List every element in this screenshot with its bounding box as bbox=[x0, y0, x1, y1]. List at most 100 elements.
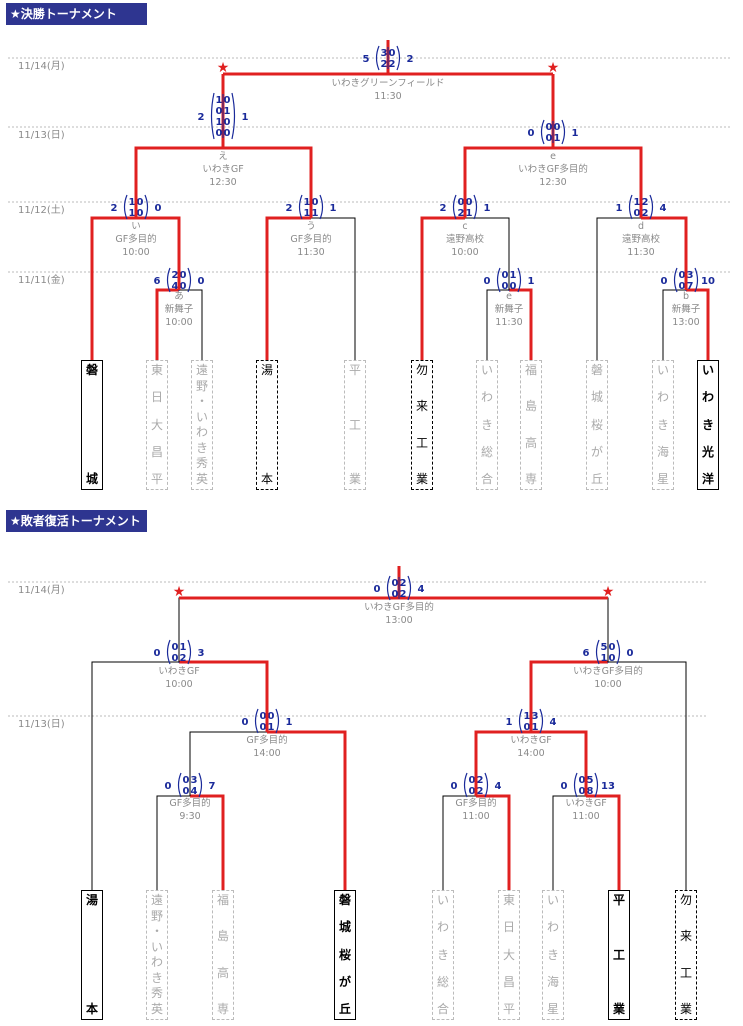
final-i-info-0: い bbox=[131, 221, 141, 232]
rep-r4-info-1: 14:00 bbox=[253, 748, 280, 759]
final-score-b-left-total: 0 bbox=[661, 276, 668, 287]
rep-score-r4-half-left: 0 bbox=[260, 722, 267, 733]
final-a-info-1: 新舞子 bbox=[165, 303, 194, 315]
final-score-E-half-right: 0 bbox=[224, 95, 231, 106]
rep-score-r7-right-total: 0 bbox=[627, 648, 634, 659]
rep-score-r2-right-total: 4 bbox=[495, 781, 502, 792]
final-score-e-half-right: 1 bbox=[510, 270, 517, 281]
final-score-d-right-total: 4 bbox=[660, 203, 667, 214]
final-score-E-half-left: 1 bbox=[216, 95, 223, 106]
final-score-F-half-left: 3 bbox=[381, 48, 388, 59]
final-score-i-rbracket bbox=[144, 194, 149, 220]
final-score-ee-half-left: 0 bbox=[546, 133, 553, 144]
rep-score-r1-rbracket bbox=[198, 772, 203, 798]
final-score-ee-lbracket bbox=[540, 119, 545, 145]
rep-win-r6 bbox=[179, 660, 269, 732]
team-final-2: 遠野・いわき秀英 bbox=[191, 360, 213, 490]
rep-score-r5-half-right: 1 bbox=[532, 722, 539, 733]
rep-date-1113-label: 11/13(日) bbox=[18, 719, 65, 730]
final-score-ee-right-total: 1 bbox=[572, 128, 579, 139]
rep-score-r8-half-left: 0 bbox=[392, 589, 399, 600]
rep-score-r2-left-total: 0 bbox=[451, 781, 458, 792]
final-score-b-half-right: 3 bbox=[687, 270, 694, 281]
rep-score-r4-half-right: 0 bbox=[268, 711, 275, 722]
rep-win-r7 bbox=[529, 660, 608, 732]
repechage-tournament-banner: ★敗者復活トーナメント bbox=[6, 510, 147, 532]
final-score-c-rbracket bbox=[473, 194, 478, 220]
rep-score-r2-lbracket bbox=[463, 772, 468, 798]
final-score-d-left-total: 1 bbox=[616, 203, 623, 214]
final-ee-info-1: いわきGF多目的 bbox=[518, 163, 588, 175]
final-score-b-right-total: 10 bbox=[701, 276, 715, 287]
rep-score-r7-left-total: 6 bbox=[583, 648, 590, 659]
final-score-E-half-left: 1 bbox=[216, 117, 223, 128]
final-score-ee-rbracket bbox=[561, 119, 566, 145]
rep-date-1114-label: 11/14(月) bbox=[18, 584, 65, 596]
final-score-i-left-total: 2 bbox=[111, 203, 118, 214]
rep-star-right: ★ bbox=[602, 584, 615, 600]
final-score-F-lbracket bbox=[375, 45, 380, 71]
final-score-b-lbracket bbox=[673, 267, 678, 293]
rep-score-r6-right-total: 3 bbox=[198, 648, 205, 659]
final-score-u-left-total: 2 bbox=[286, 203, 293, 214]
team-final-8: 磐城桜が丘 bbox=[586, 360, 608, 490]
rep-score-r7-rbracket bbox=[616, 639, 621, 665]
final-a-info-2: 10:00 bbox=[165, 317, 192, 328]
rep-r8-info-1: 13:00 bbox=[385, 615, 412, 626]
rep-score-r4-rbracket bbox=[275, 708, 280, 734]
final-i-info-1: GF多目的 bbox=[115, 233, 156, 245]
team-final-0: 磐城 bbox=[81, 360, 103, 490]
team-rep-0: 湯本 bbox=[81, 890, 103, 1020]
team-rep-1: 遠野・いわき秀英 bbox=[146, 890, 168, 1020]
final-u-info-1: GF多目的 bbox=[290, 233, 331, 245]
team-final-1: 東日大昌平 bbox=[146, 360, 168, 490]
rep-score-r1-half-left: 0 bbox=[183, 786, 190, 797]
rep-score-r8-half-left: 0 bbox=[392, 578, 399, 589]
rep-score-r2-half-right: 2 bbox=[477, 786, 484, 797]
team-final-4: 平工業 bbox=[344, 360, 366, 490]
team-final-6: いわき総合 bbox=[476, 360, 498, 490]
team-final-9: いわき海星 bbox=[652, 360, 674, 490]
team-rep-3: 磐城桜が丘 bbox=[334, 890, 356, 1020]
rep-score-r2-half-left: 0 bbox=[469, 786, 476, 797]
final-score-c-half-right: 1 bbox=[466, 208, 473, 219]
final-score-d-half-right: 2 bbox=[642, 197, 649, 208]
final-score-d-half-left: 1 bbox=[634, 197, 641, 208]
final-c-info-2: 10:00 bbox=[451, 247, 478, 258]
rep-score-r4-lbracket bbox=[254, 708, 259, 734]
final-score-i-half-left: 1 bbox=[129, 197, 136, 208]
rep-score-r3-half-right: 5 bbox=[587, 775, 594, 786]
final-win-b bbox=[686, 288, 710, 360]
final-score-F-half-right: 2 bbox=[389, 59, 396, 70]
final-score-c-right-total: 1 bbox=[484, 203, 491, 214]
final-d-info-2: 11:30 bbox=[627, 247, 654, 258]
final-score-c-half-left: 0 bbox=[458, 197, 465, 208]
final-score-a-rbracket bbox=[187, 267, 192, 293]
final-score-ee-left-total: 0 bbox=[528, 128, 535, 139]
rep-score-r5-lbracket bbox=[518, 708, 523, 734]
final-score-E-half-right: 0 bbox=[224, 117, 231, 128]
final-score-E-half-right: 1 bbox=[224, 106, 231, 117]
final-score-u-right-total: 1 bbox=[330, 203, 337, 214]
rep-r7-info-1: 10:00 bbox=[594, 679, 621, 690]
final-b-info-2: 13:00 bbox=[672, 317, 699, 328]
rep-win-r4 bbox=[267, 730, 347, 890]
team-rep-7: 平工業 bbox=[608, 890, 630, 1020]
final-score-ee-half-right: 0 bbox=[554, 122, 561, 133]
team-rep-8: 勿来工業 bbox=[675, 890, 697, 1020]
final-score-u-rbracket bbox=[319, 194, 324, 220]
rep-score-r8-half-right: 2 bbox=[400, 578, 407, 589]
final-score-u-half-left: 1 bbox=[304, 208, 311, 219]
final-score-b-half-left: 0 bbox=[679, 281, 686, 292]
final-score-a-half-left: 2 bbox=[172, 270, 179, 281]
rep-score-r6-half-right: 2 bbox=[180, 653, 187, 664]
rep-r4-info-0: GF多目的 bbox=[246, 734, 287, 746]
rep-score-r6-half-left: 0 bbox=[172, 653, 179, 664]
final-score-E-half-right: 0 bbox=[224, 128, 231, 139]
final-F-info-1: 11:30 bbox=[374, 91, 401, 102]
rep-score-r3-half-right: 8 bbox=[587, 786, 594, 797]
rep-r7-info-0: いわきGF多目的 bbox=[573, 665, 643, 677]
final-score-b-half-right: 7 bbox=[687, 281, 694, 292]
final-tournament-banner: ★決勝トーナメント bbox=[6, 3, 147, 25]
